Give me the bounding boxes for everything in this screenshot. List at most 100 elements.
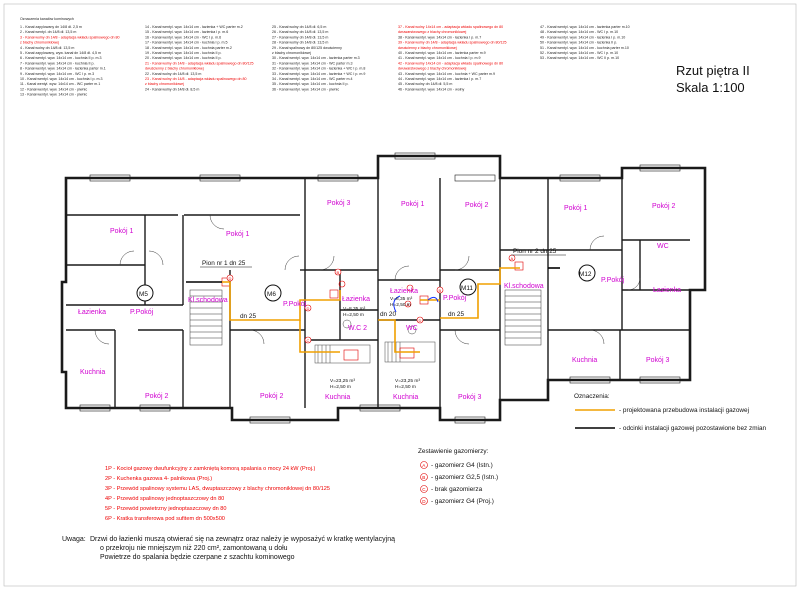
channel-item: 17 - Kanał wentyl. wyw. 14x14 cm - kuchn… xyxy=(145,41,228,45)
room-label: Kuchnia xyxy=(393,394,418,401)
channel-item: 53 - Kanał wentyl. wyw. 14x14 cm - WC II… xyxy=(540,56,619,60)
red-circle-markers xyxy=(226,254,516,344)
channel-item: 15 - Kanał wentyl. wyw. 14x14 cm - łazie… xyxy=(145,30,228,34)
channel-item: 31 - Kanał wentyl. wyw. 14x14 cm - WC pa… xyxy=(272,61,353,65)
channels-header: Oznaczenia kanałów kominowych xyxy=(20,17,74,21)
meter-item-a: - gazomierz G4 (Istn.) xyxy=(431,462,493,469)
room-label: Pokój 3 xyxy=(327,200,350,207)
stairwell-left xyxy=(189,289,223,346)
channel-item: 10 - Kanał wentyl. wyw. 14x14 cm - kuchn… xyxy=(20,77,103,81)
pipe-label-dn25-a: dn 25 xyxy=(240,313,256,320)
note-line-1: Drzwi do łazienki muszą otwierać się na … xyxy=(90,536,395,543)
channel-item: dwuwarstwowego z blachy chromoniklowej xyxy=(398,30,467,34)
apartment-m6: M6 xyxy=(267,291,276,298)
channel-item: 8 - Kanał wentyl. wyw. 14x14 cm - łazien… xyxy=(20,67,106,71)
channel-item: 16 - Kanał wentyl. wyw. 14x14 cm - WC I … xyxy=(145,35,221,39)
room-label: Łazienka xyxy=(653,287,681,294)
windows xyxy=(79,152,681,424)
channel-item: 6 - Kanał wentyl. wyw. 14x14 cm - kuchni… xyxy=(20,56,102,60)
legend-item-existing: - odcinki instalacji gazowej pozostawion… xyxy=(619,425,767,432)
channel-item: 37 - Kanał wolny 14x14 cm - adaptacja wk… xyxy=(398,25,503,29)
channel-item: 2 - Kanał wentyl. dn 14/8 dł. 13,5 m xyxy=(20,30,76,34)
gas-installation-new xyxy=(222,267,520,353)
channel-item: 3 - Kanał wolny dn 14/8 - adaptacja wkła… xyxy=(20,35,120,39)
channel-item: 51 - Kanał wentyl. wyw. 14x14 cm - kuchn… xyxy=(540,46,629,50)
room-label: P.Pokój xyxy=(443,295,467,302)
building-walls xyxy=(60,154,707,422)
room-label: Kuchnia xyxy=(80,369,105,376)
marker-letters: B D C A D A D B xyxy=(229,256,514,343)
room-label: Kuchnia xyxy=(572,357,597,364)
channel-item: 9 - Kanał wentyl. wyw. 14x14 cm - WC I p… xyxy=(20,72,94,76)
channel-item: 39 - Kanał wolny dn 14/8 - adaptacja wkł… xyxy=(398,41,507,45)
room-label: WC xyxy=(657,243,669,250)
volume-h-2: H=2,50 m xyxy=(395,384,416,390)
channel-item: 29 - Kanał spalinowy dn 80/125 dwuścienn… xyxy=(272,46,342,50)
plan-title: Rzut piętra II xyxy=(676,63,750,78)
channel-item: 7 - Kanał wentyl. wyw. 14x14 cm - kuchni… xyxy=(20,61,95,65)
channel-item: 13 - Kanał wentyl. wyw. 14x14 cm - piwni… xyxy=(20,93,87,97)
gas-installation-existing xyxy=(186,267,560,283)
room-label: Pokój 3 xyxy=(458,394,481,401)
room-label: Łazienka xyxy=(390,288,418,295)
channel-item: dwuwarstwowego z blachy chromoniklowej xyxy=(398,67,467,71)
volume-v-4: V=8,35 m³ xyxy=(390,296,413,302)
channel-item: 30 - Kanał wentyl. wyw. 14x14 cm - łazie… xyxy=(272,56,360,60)
room-label: Kuchnia xyxy=(325,394,350,401)
channel-item: 20 - Kanał wentyl. wyw. 14x14 cm - kuchn… xyxy=(145,56,222,60)
device-item: 4P - Przewód spalinowy jednoptaszczowy d… xyxy=(105,496,224,502)
svg-text:D: D xyxy=(422,499,426,504)
room-label: W.C 2 xyxy=(348,325,367,332)
room-label: Pokój 2 xyxy=(145,393,168,400)
meter-item-c: - brak gazomierza xyxy=(431,486,483,493)
volume-v-3: V=8,35 m³ xyxy=(343,306,366,312)
volume-v-1: V=23,25 m³ xyxy=(330,378,355,384)
apartment-markers xyxy=(136,264,596,302)
note-line-2: o przekroju nie mniejszym niż 220 cm², z… xyxy=(100,545,288,552)
channel-item: 35 - Kanał wentyl. wyw. 14x14 cm - kuchn… xyxy=(272,82,349,86)
meters-list: A - gazomierz G4 (Istn.) B - gazomierz G… xyxy=(420,461,498,505)
svg-text:C: C xyxy=(422,487,426,492)
channel-item: z blachy chromoniklowej xyxy=(145,82,184,86)
pipe-label-dn20: dn 20 xyxy=(380,311,396,318)
meters-header: Zestawienie gazomierzy: xyxy=(418,448,489,455)
door-swings xyxy=(94,214,641,345)
channel-item: 44 - Kanał wentyl. wyw. 14x14 cm - łazie… xyxy=(398,77,481,81)
channel-item: 48 - Kanał wentyl. wyw. 14x14 cm - WC I … xyxy=(540,30,618,34)
room-label: P.Pokój xyxy=(130,309,154,316)
room-label: Pokój 3 xyxy=(646,357,669,364)
apartment-m5: M5 xyxy=(139,291,148,298)
channel-item: 42 - Kanał wolny 14x14 cm - adaptacja wk… xyxy=(398,61,503,65)
volume-h-3: H=2,50 m xyxy=(343,312,364,318)
room-label: Pokój 2 xyxy=(465,202,488,209)
channel-item: z blachy chromoniklowej xyxy=(272,51,311,55)
channel-item: 40 - Kanał wentyl. wyw. 14x14 cm - łazie… xyxy=(398,51,486,55)
devices-list: 1P - Kocioł gazowy dwufunkcyjny z zamkni… xyxy=(105,466,330,522)
legend-item-new: - projektowana przebudowa instalacji gaz… xyxy=(619,407,749,414)
channel-item: 47 - Kanał wentyl. wyw. 14x14 cm - łazie… xyxy=(540,25,630,29)
svg-text:D: D xyxy=(307,306,310,311)
channel-item: 19 - Kanał wentyl. wyw. 14x14 cm - kuchn… xyxy=(145,51,222,55)
channel-item: 22 - Kanał wolny dn 14/8 dł. 13,5 m xyxy=(145,72,201,76)
channel-item: dwuścienny z blachy chromoniklowej xyxy=(398,46,457,50)
channel-item: 25 - Kanał wolny dn 14/8 dł. 6,5 m xyxy=(272,25,326,29)
channel-item: 36 - Kanał wentyl. wyw. 14x14 cm - piwni… xyxy=(272,87,339,91)
note-line-3: Powietrze do spalania będzie czerpane z … xyxy=(100,554,295,561)
channel-item: 4 - Kanał wolny dn 14/8 dł. 13,5 m xyxy=(20,46,74,50)
channel-item: 18 - Kanał wentyl. wyw. 14x14 cm - kuchn… xyxy=(145,46,232,50)
room-label: Pokój 1 xyxy=(564,205,587,212)
device-item: 1P - Kocioł gazowy dwufunkcyjny z zamkni… xyxy=(105,466,316,472)
note-prefix: Uwaga: xyxy=(62,536,86,543)
svg-text:A: A xyxy=(511,256,514,261)
volume-h-1: H=2,50 m xyxy=(330,384,351,390)
sheet-border xyxy=(3,3,797,587)
device-item: 2P - Kuchenka gazowa 4- palnikowa (Proj.… xyxy=(105,476,212,482)
svg-text:B: B xyxy=(422,475,425,480)
room-label: P.Pokój xyxy=(283,301,307,308)
apartment-m11: M11 xyxy=(461,285,473,292)
pipe-label-pion2: Pion nr 2 dn 25 xyxy=(513,248,557,255)
channel-item: 12 - Kanał wentyl. wyw. 14x14 cm - piwni… xyxy=(20,87,87,91)
room-label: Pokój 2 xyxy=(260,393,283,400)
room-label: Pokój 1 xyxy=(226,231,249,238)
